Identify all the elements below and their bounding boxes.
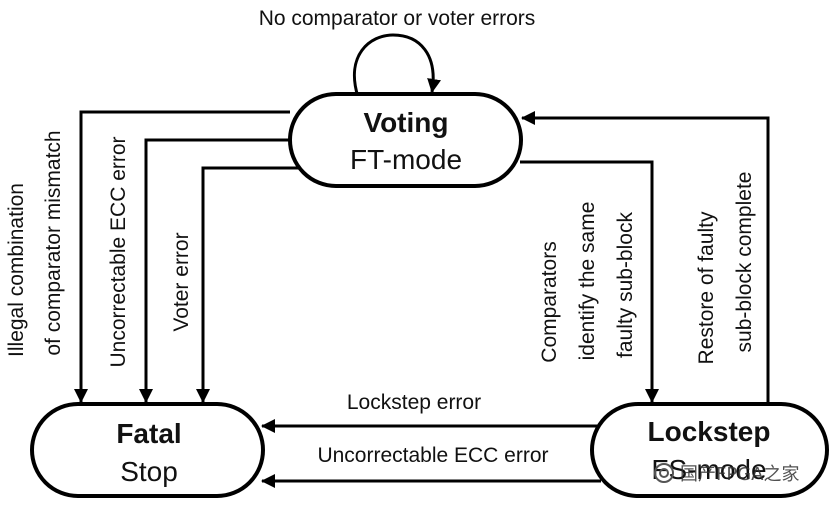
lockstep-error-label: Lockstep error bbox=[347, 391, 481, 414]
illegal-label-line1: Illegal combination bbox=[5, 183, 28, 357]
restore-label-line1: Restore of faulty bbox=[695, 211, 718, 364]
comparators-label-line2: identify the same bbox=[576, 202, 599, 361]
lockstep-title: Lockstep bbox=[648, 416, 771, 447]
comparators-label-line3: faulty sub-block bbox=[614, 212, 637, 358]
voting-title: Voting bbox=[363, 107, 448, 138]
voting-subtitle: FT-mode bbox=[350, 144, 462, 175]
watermark-text: 国产FPGA之家 bbox=[680, 464, 799, 485]
restore-label-line2: sub-block complete bbox=[733, 172, 756, 353]
state-lockstep: Lockstep FS-mode bbox=[590, 402, 829, 498]
watermark: 国产FPGA之家 bbox=[654, 463, 799, 485]
state-fatal: Fatal Stop bbox=[30, 402, 265, 498]
state-voting: Voting FT-mode bbox=[288, 92, 523, 188]
fatal-subtitle: Stop bbox=[120, 456, 178, 487]
fatal-title: Fatal bbox=[116, 418, 181, 449]
arrow-uncorrectable-voting bbox=[139, 138, 292, 403]
arrow-illegal-combination bbox=[74, 110, 290, 403]
voter-error-label: Voter error bbox=[170, 232, 193, 331]
arrow-comparators bbox=[520, 160, 659, 403]
arrow-restore bbox=[521, 111, 770, 402]
self-loop-arrow bbox=[352, 33, 441, 98]
uncorrectable-lockstep-label: Uncorrectable ECC error bbox=[317, 444, 548, 467]
arrow-voter-error bbox=[196, 166, 305, 403]
illegal-label-line2: of comparator mismatch bbox=[42, 130, 65, 355]
watermark-logo-icon-inner bbox=[659, 468, 669, 478]
uncorrectable-voting-label: Uncorrectable ECC error bbox=[107, 136, 130, 367]
watermark-logo-icon bbox=[654, 463, 674, 483]
comparators-label-line1: Comparators bbox=[538, 241, 561, 362]
self-loop-label: No comparator or voter errors bbox=[259, 7, 536, 30]
